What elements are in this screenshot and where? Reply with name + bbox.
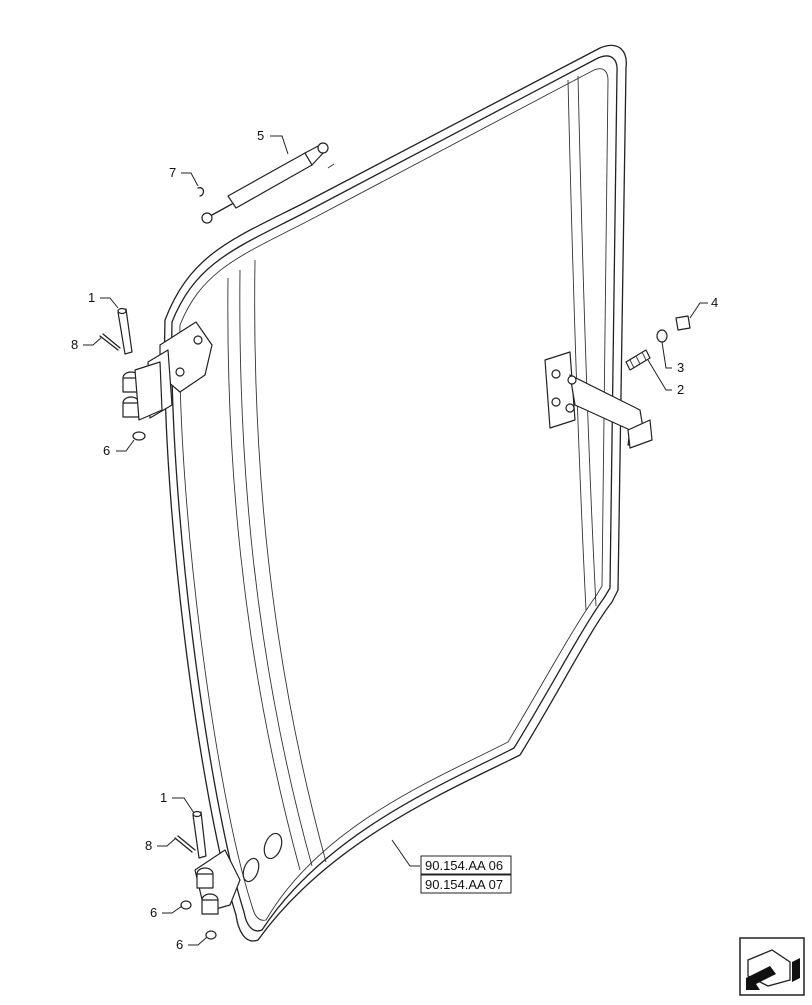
bottom-hinge	[194, 849, 241, 915]
callout-2: 2	[677, 382, 684, 397]
cotter-pin-top	[99, 333, 121, 351]
top-hinge	[122, 321, 213, 421]
washer-top	[132, 431, 146, 441]
latch-bracket	[544, 351, 653, 449]
latch-striker	[625, 349, 651, 371]
washer-bottom-a	[180, 900, 192, 910]
callout-6-bottom-a: 6	[150, 905, 157, 920]
spacer	[656, 329, 668, 343]
callout-8-bottom: 8	[145, 838, 152, 853]
callout-6-top: 6	[103, 443, 110, 458]
callout-6-bottom-b: 6	[176, 937, 183, 952]
view-direction-arrow-icon[interactable]	[739, 937, 805, 996]
leader-lines	[83, 135, 708, 946]
callout-1-bottom: 1	[160, 790, 167, 805]
callout-5: 5	[257, 128, 264, 143]
svg-text:90.154.AA 06: 90.154.AA 06	[425, 858, 503, 873]
callout-4: 4	[711, 295, 718, 310]
callout-3: 3	[677, 360, 684, 375]
callout-1-top: 1	[88, 290, 95, 305]
retaining-clip	[197, 187, 205, 197]
callout-8-top: 8	[71, 337, 78, 352]
reference-link-a[interactable]: 90.154.AA 06	[420, 855, 512, 875]
pin-top	[117, 307, 133, 355]
door-glass-frame	[163, 44, 627, 942]
svg-text:90.154.AA 07: 90.154.AA 07	[425, 877, 503, 892]
callout-7: 7	[169, 165, 176, 180]
reference-link-b[interactable]: 90.154.AA 07	[420, 874, 512, 894]
cotter-pin-bottom	[174, 835, 196, 853]
nut	[675, 315, 691, 331]
washer-bottom-b	[205, 930, 217, 940]
pin-bottom	[192, 810, 207, 859]
gas-strut	[201, 142, 335, 224]
